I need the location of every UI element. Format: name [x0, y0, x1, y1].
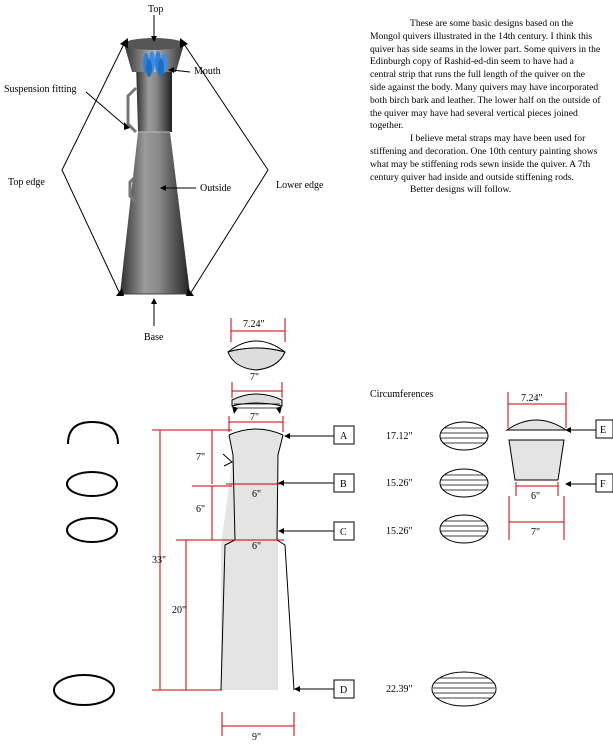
- dim-width-b: 6": [252, 489, 261, 500]
- quiver-opening: [124, 38, 184, 50]
- label-suspension-fitting: Suspension fitting: [4, 84, 77, 95]
- dim-width-c: 6": [252, 541, 261, 552]
- marker-f-label: F: [600, 479, 606, 490]
- quiver-illustration: [120, 38, 190, 295]
- dim-cap-width: 7.24": [243, 319, 265, 330]
- marker-d-label: D: [340, 685, 347, 696]
- circ-ellipses: [431, 421, 497, 707]
- dim-base-width: 9": [252, 732, 261, 743]
- quiver-upper-body: [136, 62, 172, 132]
- marker-b-label: B: [340, 479, 347, 490]
- label-top: Top: [148, 4, 163, 15]
- dim-lower-height: 20": [172, 605, 186, 616]
- suspension-fitting-upper: [126, 86, 138, 134]
- quiver-leader-lines: [61, 15, 269, 326]
- dim-side-mid-width: 6": [531, 491, 540, 502]
- quiver-leader-arrowheads: [116, 36, 194, 304]
- cap-base-pattern: [231, 393, 283, 414]
- circumferences-title: Circumferences: [370, 389, 433, 400]
- dim-section-b-height: 6": [196, 504, 205, 515]
- circ-b: 15.26": [386, 478, 413, 489]
- suspension-fitting-lower: [128, 174, 138, 204]
- marker-c-box: C: [333, 521, 355, 541]
- marker-c-label: C: [340, 527, 347, 538]
- side-pattern-dimensions: [507, 392, 567, 540]
- label-outside: Outside: [200, 183, 232, 194]
- label-top-edge: Top edge: [8, 177, 45, 188]
- dim-side-bottom-width: 7": [531, 527, 540, 538]
- description-paragraph-1: These are some basic designs based on th…: [370, 18, 601, 132]
- dim-total-height: 33": [152, 555, 166, 566]
- side-pattern: [505, 419, 568, 481]
- marker-e-box: E: [595, 419, 613, 439]
- quiver-pattern-dimensions: [152, 416, 295, 736]
- section-rings: [53, 420, 119, 706]
- marker-a-box: A: [333, 425, 355, 445]
- arrow-fletchings: [143, 51, 167, 77]
- dim-section-a-height: 7": [196, 452, 205, 463]
- cap-width-dimension: [230, 318, 286, 342]
- dim-top-width: 7": [250, 412, 259, 423]
- quiver-lower-body: [120, 132, 190, 294]
- description-paragraph-3: Better designs will follow.: [410, 184, 512, 196]
- circ-a: 17.12": [386, 431, 413, 442]
- label-mouth: Mouth: [194, 66, 221, 77]
- circ-hatching: [433, 427, 495, 699]
- marker-d-box: D: [333, 679, 355, 699]
- marker-e-label: E: [600, 425, 606, 436]
- circ-c: 15.26": [386, 526, 413, 537]
- marker-b-box: B: [333, 473, 355, 493]
- circ-d: 22.39": [386, 684, 413, 695]
- marker-pointers: [280, 429, 596, 690]
- cap-base-dimension: [231, 382, 283, 398]
- description-paragraph-2: I believe metal straps may have been use…: [370, 133, 598, 183]
- label-base: Base: [144, 332, 164, 343]
- quiver-pattern: [220, 428, 295, 691]
- description-text: These are some basic designs based on th…: [370, 18, 602, 197]
- label-lower-edge: Lower edge: [276, 180, 324, 191]
- marker-f-box: F: [595, 473, 613, 493]
- dim-cap-base-width: 7": [250, 372, 259, 383]
- marker-a-label: A: [340, 431, 348, 442]
- cap-pattern: [227, 340, 286, 371]
- dim-side-top-width: 7.24": [521, 393, 543, 404]
